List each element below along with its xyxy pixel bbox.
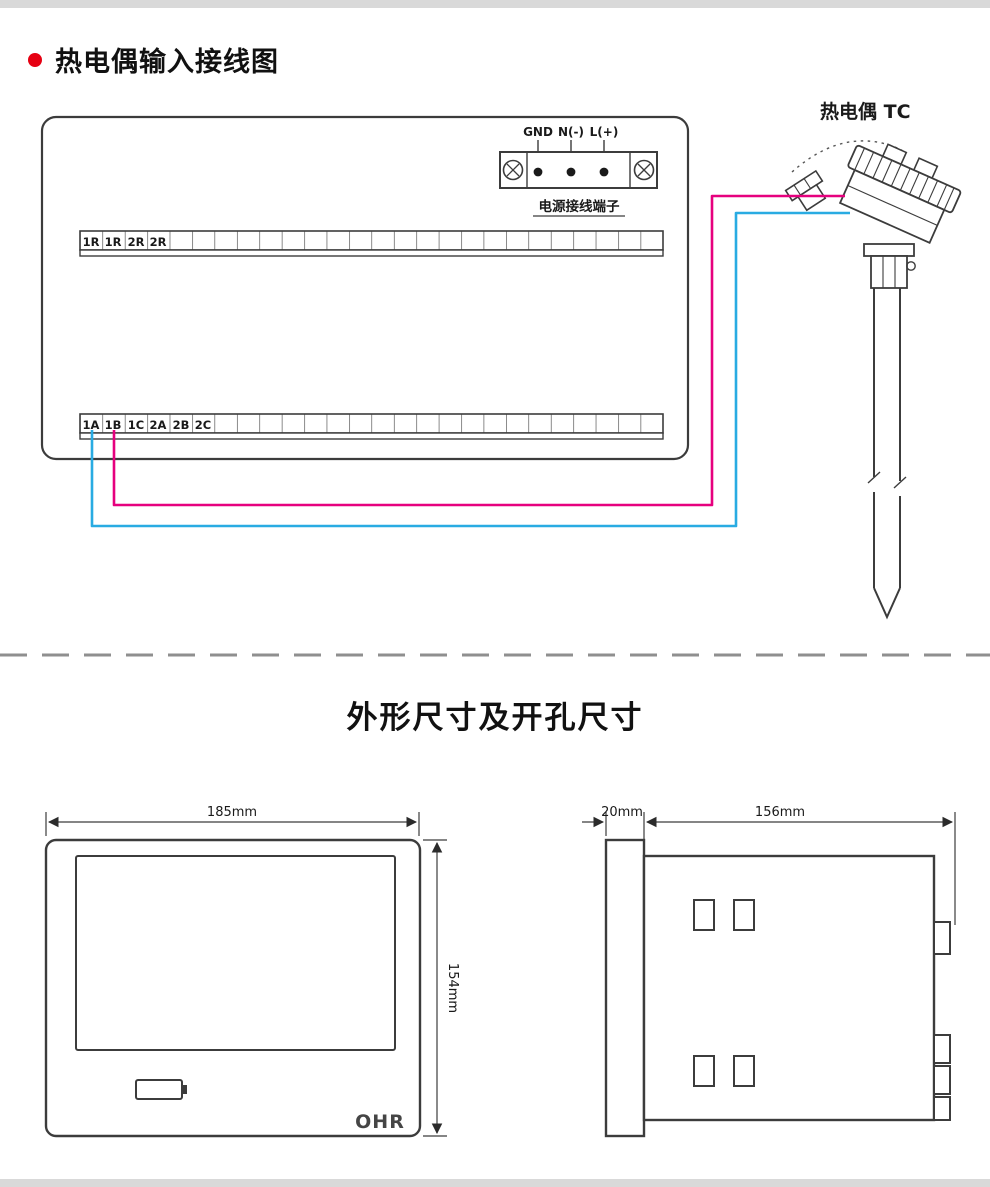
power-terminal-block: GND N(-) L(+) 电源接线端子 bbox=[499, 125, 658, 217]
sensor-probe bbox=[867, 288, 907, 620]
relay-strip-cells bbox=[80, 231, 663, 250]
terminal-1c: 1C bbox=[128, 418, 144, 432]
input-strip-cells bbox=[80, 414, 663, 433]
relay-strip-band bbox=[79, 249, 664, 257]
terminal-2c: 2C bbox=[195, 418, 211, 432]
head-body-seam bbox=[847, 185, 938, 226]
line-terminal-dot bbox=[599, 167, 609, 177]
side-depth-label: 156mm bbox=[755, 805, 805, 820]
power-screw-left-icon bbox=[502, 159, 524, 181]
vent-slot bbox=[733, 1055, 755, 1087]
vent-slot bbox=[693, 899, 715, 931]
side-depth-dimension: 156mm bbox=[645, 805, 956, 925]
sensor-label: 热电偶 TC bbox=[820, 100, 911, 123]
terminal-1r-a: 1R bbox=[83, 235, 100, 249]
probe-tip bbox=[873, 587, 901, 620]
wire-positive-magenta bbox=[112, 194, 845, 507]
power-screw-right-icon bbox=[633, 159, 655, 181]
thermocouple-wiring-diagram: GND N(-) L(+) 电源接线端子 bbox=[0, 100, 990, 657]
relay-terminal-strip: 1R 1R 2R 2R bbox=[79, 230, 664, 257]
page-top-bar bbox=[0, 0, 990, 8]
power-block-caption: 电源接线端子 bbox=[539, 198, 620, 215]
front-height-dimension: 154mm bbox=[423, 839, 460, 1137]
terminal-2r-a: 2R bbox=[128, 235, 145, 249]
wiring-section-heading: 热电偶输入接线图 bbox=[28, 40, 279, 79]
terminal-1a: 1A bbox=[83, 418, 100, 432]
side-bezel-dimension: 20mm bbox=[582, 805, 645, 852]
brand-logo: OHR bbox=[355, 1111, 405, 1133]
wiring-section-title: 热电偶输入接线图 bbox=[55, 47, 279, 78]
instrument-panel-outline bbox=[40, 115, 690, 461]
terminal-2r-b: 2R bbox=[150, 235, 167, 249]
neck-side-screw-icon bbox=[906, 261, 916, 271]
side-bezel-flange bbox=[604, 838, 646, 1138]
front-screen bbox=[75, 855, 396, 1051]
vent-slot bbox=[693, 1055, 715, 1087]
head-cap-knurling bbox=[854, 147, 955, 211]
dimension-drawings: OHR 185mm 154mm bbox=[44, 805, 956, 1138]
terminal-2a: 2A bbox=[150, 418, 167, 432]
neutral-terminal-dot bbox=[566, 167, 576, 177]
input-terminal-strip: 1A 1B 1C 2A 2B 2C bbox=[79, 413, 664, 440]
vent-slot bbox=[733, 899, 755, 931]
terminal-1b: 1B bbox=[105, 418, 122, 432]
front-height-label: 154mm bbox=[445, 963, 460, 1013]
neck-hex bbox=[870, 255, 908, 289]
dimensions-section-title: 外形尺寸及开孔尺寸 bbox=[346, 700, 644, 736]
input-strip-band bbox=[79, 432, 664, 440]
gnd-terminal-dot bbox=[533, 167, 543, 177]
conduit-fitting bbox=[784, 169, 827, 212]
head-body bbox=[838, 168, 946, 244]
neck-flange bbox=[863, 243, 915, 257]
side-case-body bbox=[642, 854, 936, 1122]
terminal-1r-b: 1R bbox=[105, 235, 122, 249]
side-bezel-label: 20mm bbox=[601, 805, 643, 820]
side-view-drawing: 20mm 156mm bbox=[582, 805, 956, 1138]
power-label-gnd: GND bbox=[523, 125, 553, 139]
mounting-clip bbox=[933, 1065, 951, 1095]
mounting-clip bbox=[933, 1034, 951, 1064]
front-width-label: 185mm bbox=[207, 805, 257, 820]
battery-icon bbox=[135, 1079, 187, 1100]
front-width-dimension: 185mm bbox=[45, 805, 420, 836]
mounting-clip bbox=[933, 921, 951, 955]
sensor-neck bbox=[863, 243, 916, 289]
thermocouple-sensor: 热电偶 TC bbox=[784, 100, 962, 620]
front-view-drawing: OHR 185mm 154mm bbox=[44, 805, 460, 1138]
page-bottom-bar bbox=[0, 1179, 990, 1187]
mounting-clip bbox=[933, 1096, 951, 1121]
power-label-line: L(+) bbox=[590, 125, 619, 139]
probe-break-mark-right bbox=[893, 476, 907, 489]
probe-break-mark-left bbox=[867, 471, 881, 484]
power-label-neutral: N(-) bbox=[558, 125, 584, 139]
connection-head bbox=[838, 143, 962, 244]
wire-negative-cyan bbox=[90, 211, 850, 528]
red-bullet-icon bbox=[28, 52, 42, 67]
terminal-2b: 2B bbox=[173, 418, 190, 432]
power-block-outline bbox=[499, 151, 658, 189]
